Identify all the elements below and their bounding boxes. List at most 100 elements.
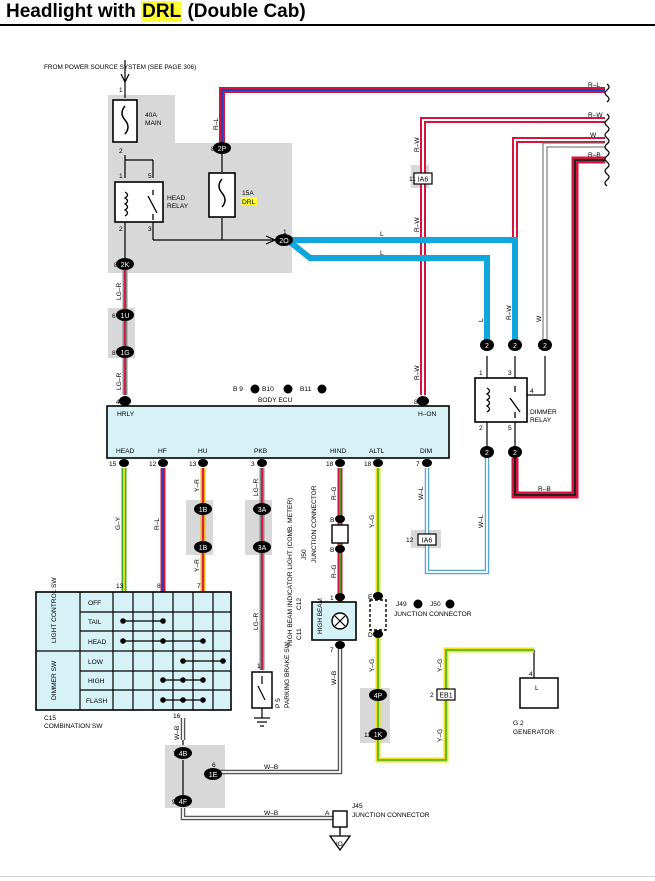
diagram-label: W–L xyxy=(418,486,425,500)
main-fuse xyxy=(112,99,138,143)
diagram-label: R–L xyxy=(213,118,220,130)
diagram-label: 18 xyxy=(326,461,334,468)
diagram-label: G–Y xyxy=(115,516,122,530)
dimmer-relay-label-2: RELAY xyxy=(530,417,552,424)
high-beam-indicator xyxy=(311,601,357,641)
diagram-label: B xyxy=(330,517,335,524)
bottom-rule xyxy=(0,876,655,877)
connector-j50-pins xyxy=(335,515,383,649)
diagram-label: 2 xyxy=(430,692,434,699)
diagram-label: IO xyxy=(336,841,343,848)
title-prefix: Headlight with xyxy=(6,1,142,22)
diagram-label: C12 xyxy=(296,598,303,610)
diagram-labels: FROM POWER SOURCE SYSTEM (SEE PAGE 306) … xyxy=(44,64,603,848)
diagram-label: 1K xyxy=(374,732,383,739)
diagram-label: 18 xyxy=(364,461,372,468)
diagram-label: HEAD xyxy=(88,639,107,646)
connector-1E: 1E xyxy=(204,768,222,780)
connector-ecu-hon xyxy=(417,396,429,406)
diagram-label: R–W xyxy=(506,305,513,320)
title-highlight: DRL xyxy=(141,1,183,22)
diagram-label: 4F xyxy=(179,799,187,806)
wire-w xyxy=(542,142,605,340)
head-relay xyxy=(114,181,164,223)
diagram-label: 4B xyxy=(179,751,188,758)
diagram-label: HIND xyxy=(330,448,346,455)
diagram-label: W–B xyxy=(174,725,181,740)
diagram-label: 8 xyxy=(114,262,118,269)
connector-1U: 1U xyxy=(116,309,134,321)
diagram-label: L xyxy=(478,318,485,322)
diagram-label: 2 xyxy=(485,450,489,457)
diagram-label: 5 xyxy=(508,425,512,432)
diagram-label: W–L xyxy=(478,514,485,528)
diagram-label: R–G xyxy=(331,486,338,500)
wire-r-b xyxy=(511,156,605,499)
diagram-label: L xyxy=(380,231,384,238)
diagram-label: 2 xyxy=(479,425,483,432)
diagram-label: 8 xyxy=(157,583,161,590)
diagram-label: R–L xyxy=(154,518,161,530)
parking-brake-switch xyxy=(251,671,273,709)
diagram-label: R–W xyxy=(588,112,603,119)
dimmer-relay-label-1: DIMMER xyxy=(530,409,557,416)
diagram-label: 4P xyxy=(374,693,383,700)
diagram-label: 8 xyxy=(211,146,215,153)
diagram-label: B10 xyxy=(262,386,274,393)
diagram-label: JUNCTION CONNECTOR xyxy=(352,812,430,819)
diagram-label: 1B xyxy=(199,545,208,552)
connector-1B-b: 1B xyxy=(194,541,212,553)
combination-switch-contacts xyxy=(120,618,226,703)
diagram-label: 1 xyxy=(479,370,483,377)
diagram-label: HU xyxy=(198,448,208,455)
connector-3A-a: 3A xyxy=(253,503,271,515)
diagram-label: 3A xyxy=(258,545,267,552)
connector-4B: 4B xyxy=(174,747,192,759)
diagram-label: 5 xyxy=(148,173,152,180)
combination-sw-name: COMBINATION SW xyxy=(44,723,103,730)
diagram-label: 8 xyxy=(414,399,418,406)
body-ecu-name: BODY ECU xyxy=(258,397,293,404)
diagram-label: EB1 xyxy=(439,693,452,700)
connector-3A-b: 3A xyxy=(253,541,271,553)
diagram-label: LG–R xyxy=(116,283,123,300)
diagram-label: 1G xyxy=(120,350,129,357)
body-ecu-box xyxy=(106,405,450,459)
diagram-label: H–ON xyxy=(418,411,437,418)
diagram-label: 2 xyxy=(119,226,123,233)
head-relay-label-1: HEAD xyxy=(167,195,186,202)
drl-fuse-rating: 15A xyxy=(242,190,254,197)
connector-4F: 4F xyxy=(174,795,192,807)
source-note: FROM POWER SOURCE SYSTEM (SEE PAGE 306) xyxy=(44,64,196,71)
diagram-label: Y–G xyxy=(369,515,376,528)
diagram-label: 7 xyxy=(416,461,420,468)
diagram-label: W–B xyxy=(264,764,279,771)
diagram-label: Y–R xyxy=(194,479,201,492)
wire-w-l xyxy=(424,458,490,575)
diagram-label: DIMMER SW xyxy=(51,660,58,700)
diagram-label: DIM xyxy=(420,448,432,455)
wire-y-g xyxy=(375,468,534,763)
diagram-label: Y–G xyxy=(437,729,444,742)
diagram-label: C11 xyxy=(296,628,303,640)
diagram-label: W xyxy=(590,132,597,139)
generator-name: GENERATOR xyxy=(513,729,554,736)
junction-connector-j49 xyxy=(369,599,387,631)
diagram-label: 7 xyxy=(173,751,177,758)
diagram-label: 1B xyxy=(199,507,208,514)
diagram-label: 1 xyxy=(283,229,287,236)
head-relay-label-2: RELAY xyxy=(167,203,189,210)
diagram-label: 3 xyxy=(148,226,152,233)
diagram-label: HIGH BEAM xyxy=(317,598,324,634)
diagram-label: 13 xyxy=(116,583,124,590)
diagram-label: 2 xyxy=(513,450,517,457)
diagram-label: R–G xyxy=(331,564,338,578)
generator-box xyxy=(519,677,559,709)
diagram-label: 4 xyxy=(529,671,533,678)
diagram-label: R–B xyxy=(588,152,601,159)
diagram-label: R–L xyxy=(588,82,600,89)
diagram-label: HRLY xyxy=(117,411,135,418)
diagram-label: R–W xyxy=(414,137,421,152)
diagram-label: OFF xyxy=(88,600,101,607)
diagram-label: IA6 xyxy=(418,177,429,184)
